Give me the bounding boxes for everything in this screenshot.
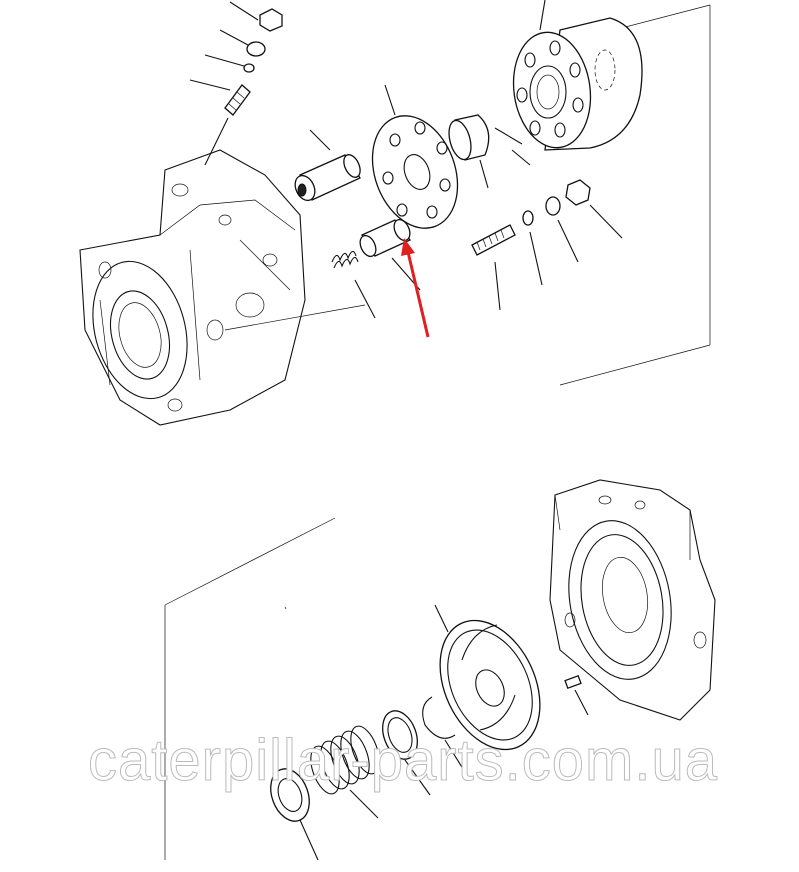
lower-frame: [164, 517, 336, 860]
top-o-ring-leader-line: [204, 54, 245, 67]
top-nut-leader-line: [229, 1, 259, 21]
top-nut: [259, 8, 283, 32]
cylinder-block: [512, 0, 643, 151]
pump-housing: [79, 149, 306, 426]
o-ring: [522, 210, 534, 226]
callout-arrow: [401, 238, 430, 338]
pin: [494, 127, 531, 166]
spring: [310, 725, 380, 819]
o-ring-leader-line: [529, 231, 543, 286]
top-o-ring: [243, 63, 255, 73]
washer: [545, 196, 561, 216]
adjust-screw: [471, 224, 516, 311]
spring-seat-washer: [270, 768, 319, 861]
small-spring: [331, 250, 376, 319]
washer-leader-line: [557, 219, 579, 263]
watermark: caterpillar-parts.com.ua: [88, 728, 718, 794]
top-screw: [189, 79, 251, 166]
top-washer: [246, 41, 266, 57]
retainer-ring: [382, 710, 431, 796]
piston: [294, 129, 361, 202]
top-washer-leader-line: [219, 29, 249, 46]
nut: [565, 179, 591, 206]
nut-leader-line: [589, 204, 623, 239]
swash-plate: [371, 84, 459, 229]
piston-sleeve: [359, 218, 421, 291]
dowel-pin: [564, 675, 589, 716]
bearing: [448, 114, 490, 189]
end-cover: [549, 479, 716, 721]
valve-plate: [434, 604, 541, 751]
snap-ring: [422, 696, 471, 781]
